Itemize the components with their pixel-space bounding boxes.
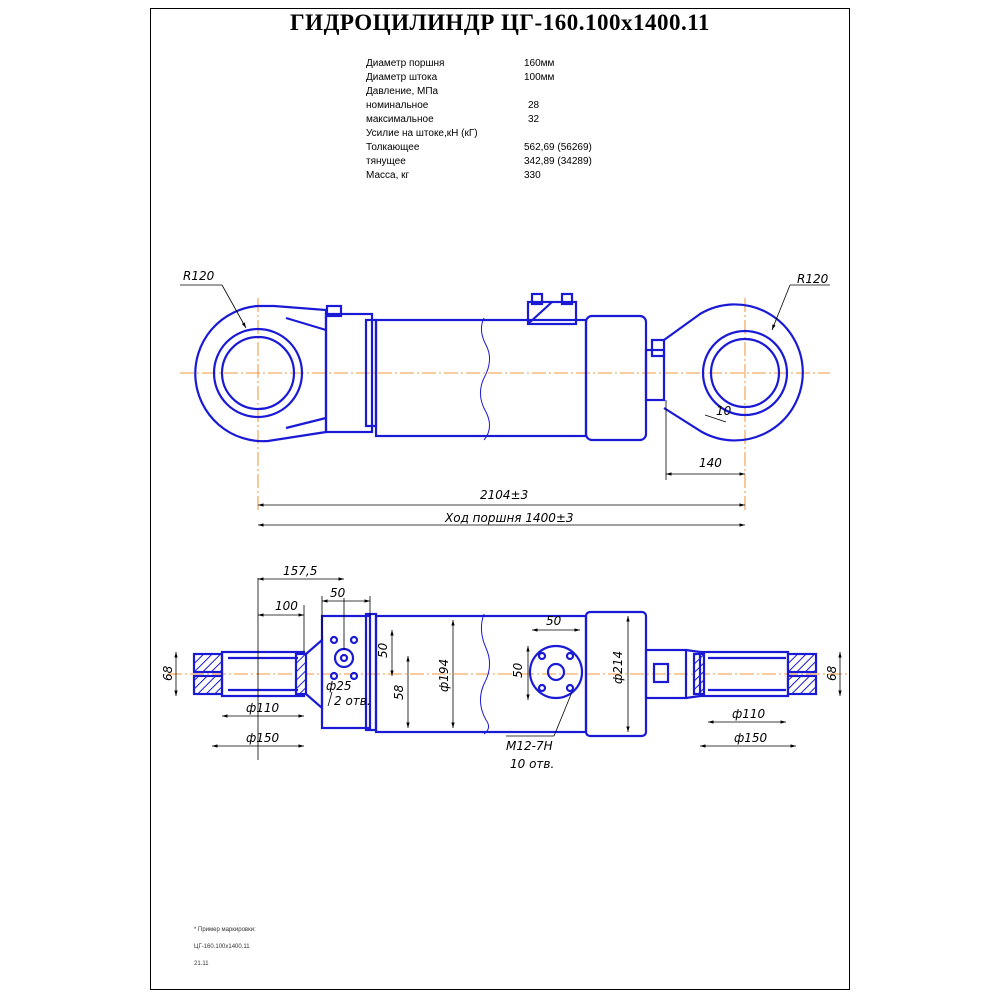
rod-top [644,648,688,700]
dim-r120-right: R120 [797,272,829,286]
dim-50-vert: 50 [376,642,390,658]
spec-row: Давление, МПа [366,86,666,100]
dim-d150-right: ф150 [734,731,768,745]
piston-rod [644,348,666,402]
spec-value: 160мм [524,58,555,69]
dim-68-right: 68 [825,665,839,681]
spec-label: номинальное [366,100,429,111]
spec-row: номинальное 28 [366,100,666,114]
footnote-line: * Пример маркировки: [194,927,256,933]
spec-row: тянущее 342,89 (34289) [366,156,666,170]
dim-140: 140 [699,456,722,470]
dim-68-left: 68 [161,665,175,681]
spec-label: тянущее [366,156,406,167]
port-bolt [530,292,544,306]
dim-58: 58 [392,684,406,700]
dim-overall: 2104±3 [480,488,528,502]
dim-d214: ф214 [611,651,625,684]
top-view: 157,5 100 50 50 58 ф25 2 отв. ф194 50 50… [161,564,850,771]
left-lug-hatch-right [294,652,308,696]
spec-value: 100мм [524,72,555,83]
spec-value: 28 [528,100,540,111]
right-eye-bore-inner [709,337,781,409]
dim-thread: M12-7H [506,739,553,753]
port-bolt [560,292,574,306]
dim-10-holes: 10 отв. [510,757,554,771]
rear-cap [324,312,374,434]
drawing-sheet [150,8,850,990]
right-lug-hatch-bottom [786,674,818,696]
spec-row: Усилие на штоке,кН (кГ) [366,128,666,142]
spec-value: 330 [524,170,541,181]
dim-d25: ф25 [326,679,352,693]
spec-label: Толкающее [366,142,420,153]
dim-10: 10 [716,404,732,418]
dim-d110-left: ф110 [246,701,280,715]
left-eye-bore [212,327,304,419]
spec-value: 32 [528,114,540,125]
dim-157-5: 157,5 [283,564,317,578]
spec-label: Давление, МПа [366,86,439,97]
dim-d194: ф194 [437,659,451,692]
right-lug-hatch-top [786,652,818,674]
spec-label: Усилие на штоке,кН (кГ) [366,128,478,139]
left-eye-bore-inner [220,335,296,411]
front-view: R120 R120 10 140 2104±3 Ход поршня 1400±… [180,269,830,527]
right-eye-outline [663,303,804,442]
dim-50-mid-v: 50 [511,662,525,678]
spec-row: Масса, кг 330 [366,170,666,184]
rear-port-hole [333,647,355,669]
dim-2-holes: 2 отв. [334,694,371,708]
front-head [584,314,648,442]
dim-d150-left: ф150 [246,731,280,745]
left-eye-outline [194,304,328,443]
right-eye-bore [701,329,789,417]
left-lug-hatch-top [192,652,224,674]
left-lug-hatch-bottom [192,674,224,696]
spec-row: Толкающее 562,69 (56269) [366,142,666,156]
spec-label: Диаметр штока [366,72,438,83]
spec-label: максимальное [366,114,434,125]
dim-100: 100 [275,599,298,613]
grease-fitting [325,304,343,318]
spec-row: Диаметр штока 100мм [366,72,666,86]
drawing-title: ГИДРОЦИЛИНДР ЦГ-160.100х1400.11 [290,10,710,35]
footnote-line: ЦГ-160.100х1400.11 [194,944,250,950]
dim-r120-left: R120 [183,269,215,283]
dim-d110-right: ф110 [732,707,766,721]
spec-value: 342,89 (34289) [524,156,592,167]
rear-block [320,614,372,730]
spec-label: Масса, кг [366,170,410,181]
dim-stroke: Ход поршня 1400±3 [444,511,574,525]
cylinder-tube [374,318,588,438]
spec-row: максимальное 32 [366,114,666,128]
front-port-flange [528,644,584,700]
dim-50-mid-h: 50 [546,614,562,628]
spec-label: Диаметр поршня [366,58,445,69]
spec-value: 562,69 (56269) [524,142,592,153]
rod-sensor [650,338,666,358]
footnote-line: 21.11 [194,961,209,967]
spec-row: Диаметр поршня 160мм [366,58,666,72]
dim-50-top: 50 [330,586,346,600]
